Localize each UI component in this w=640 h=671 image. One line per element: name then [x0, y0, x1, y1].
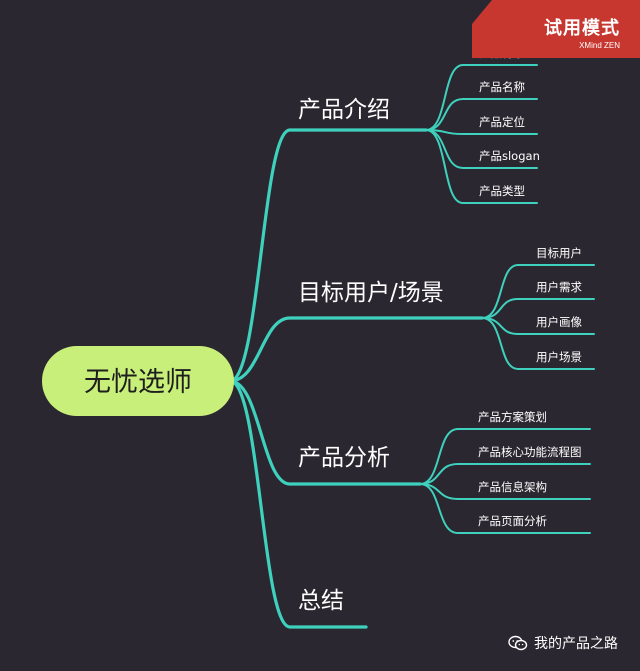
branch-3-leaf-4-label[interactable]: 产品页面分析 [478, 514, 547, 528]
branch-1-leaf-3-connector [425, 129, 538, 135]
wechat-icon [508, 635, 528, 651]
branch-2-leaf-3-label[interactable]: 用户画像 [536, 315, 582, 329]
branch-2-connector [228, 316, 484, 383]
branch-4-label[interactable]: 总结 [298, 588, 344, 614]
branch-2-leaf-1-label[interactable]: 目标用户 [536, 246, 582, 260]
branch-3-leaf-1-connector [419, 428, 591, 485]
wechat-watermark: 我的产品之路 [508, 633, 618, 653]
root-node-label: 无忧选师 [84, 367, 192, 398]
trial-mode-banner[interactable]: 试用模式 XMind ZEN [472, 0, 640, 58]
branch-1-leaf-2-label[interactable]: 产品名称 [479, 80, 525, 94]
branch-3-connector [228, 379, 422, 486]
branch-1-label[interactable]: 产品介绍 [298, 97, 390, 123]
branch-1-leaf-5-connector [425, 129, 538, 204]
label-layer: 无忧选师产品介绍产品背景产品名称产品定位产品slogan产品类型目标用户/场景目… [42, 46, 582, 614]
branch-4-connector [228, 379, 368, 629]
branch-3-leaf-4-connector [419, 483, 591, 534]
trial-mode-brand: XMind ZEN [579, 41, 620, 50]
trial-mode-title: 试用模式 [544, 18, 620, 39]
root-node[interactable] [42, 346, 234, 416]
branch-1-leaf-1-connector [425, 64, 538, 131]
branch-2-leaf-2-label[interactable]: 用户需求 [536, 280, 582, 294]
branch-3-leaf-1-label[interactable]: 产品方案策划 [478, 410, 547, 424]
branch-1-leaf-3-label[interactable]: 产品定位 [479, 115, 525, 129]
branch-2-leaf-1-connector [481, 264, 595, 319]
branch-2-leaf-2-connector [481, 298, 595, 319]
banner-shape [472, 0, 640, 58]
branch-1-leaf-2-connector [425, 98, 538, 131]
branch-3-leaf-3-label[interactable]: 产品信息架构 [478, 480, 547, 494]
branch-1-leaf-5-label[interactable]: 产品类型 [479, 184, 525, 198]
connector-layer [228, 64, 595, 629]
branch-3-leaf-2-label[interactable]: 产品核心功能流程图 [478, 445, 582, 459]
watermark-text: 我的产品之路 [534, 636, 618, 652]
branch-1-leaf-4-label[interactable]: 产品slogan [479, 149, 540, 163]
branch-2-leaf-4-connector [481, 317, 595, 370]
branch-2-leaf-4-label[interactable]: 用户场景 [536, 350, 582, 364]
branch-2-label[interactable]: 目标用户/场景 [298, 280, 444, 306]
branch-3-leaf-2-connector [419, 463, 591, 485]
branch-1-connector [228, 128, 428, 383]
branch-3-label[interactable]: 产品分析 [298, 445, 390, 471]
